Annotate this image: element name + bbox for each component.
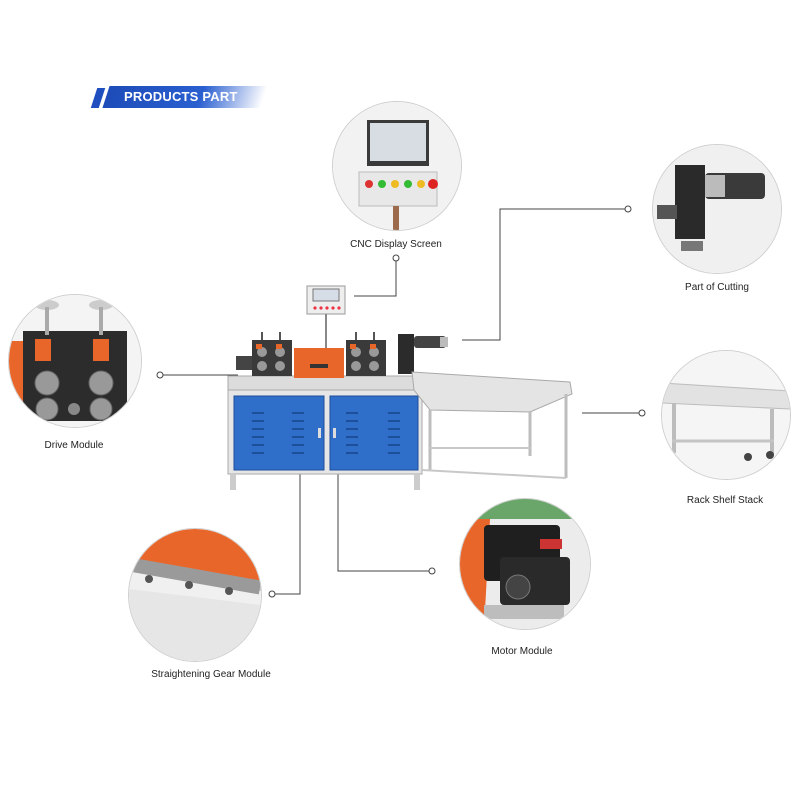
callout-cutting — [652, 144, 782, 274]
motor-photo — [460, 499, 590, 629]
leader-drive-dot — [156, 371, 164, 379]
control-panel-buttons — [313, 306, 341, 310]
straightening-gear-photo — [129, 529, 261, 661]
label-straightening: Straightening Gear Module — [151, 669, 271, 680]
label-drive: Drive Module — [44, 440, 104, 451]
label-cutting: Part of Cutting — [685, 282, 749, 293]
callout-motor — [459, 498, 591, 630]
leader-motor-dot — [428, 567, 436, 575]
cutter-head — [398, 334, 414, 374]
drive-rollers-photo — [9, 295, 141, 427]
cutter-motor — [414, 336, 446, 348]
label-motor: Motor Module — [491, 646, 553, 657]
cabinet-door-right — [329, 395, 419, 471]
leader-cutting-dot — [624, 205, 632, 213]
left-guide — [236, 356, 252, 370]
cutting-head-photo — [653, 145, 781, 273]
callout-drive — [8, 294, 142, 428]
rack-tray — [411, 371, 573, 413]
callout-straightening — [128, 528, 262, 662]
leader-cnc-dot — [392, 254, 400, 262]
control-panel-screen — [312, 288, 340, 302]
cabinet-leg-left — [230, 474, 236, 490]
callout-cnc-display — [332, 101, 462, 231]
leader-straightening-dot — [268, 590, 276, 598]
callout-rack — [661, 350, 791, 480]
banner-title: PRODUCTS PART — [124, 89, 238, 104]
cabinet-door-left — [233, 395, 325, 471]
cabinet-leg-right — [414, 474, 420, 490]
section-banner: PRODUCTS PART — [90, 86, 268, 108]
label-cnc-display: CNC Display Screen — [350, 239, 442, 250]
leader-cnc — [354, 260, 397, 297]
leader-cutting — [462, 208, 626, 341]
leader-straightening — [274, 466, 301, 595]
leader-rack-dot — [638, 409, 646, 417]
cnc-screen-photo — [333, 102, 461, 230]
orange-gearbox — [294, 348, 344, 378]
cabinet-vents — [252, 412, 400, 454]
label-rack: Rack Shelf Stack — [686, 495, 764, 506]
base-rail — [227, 375, 421, 391]
rack-shelf-photo — [662, 351, 790, 479]
